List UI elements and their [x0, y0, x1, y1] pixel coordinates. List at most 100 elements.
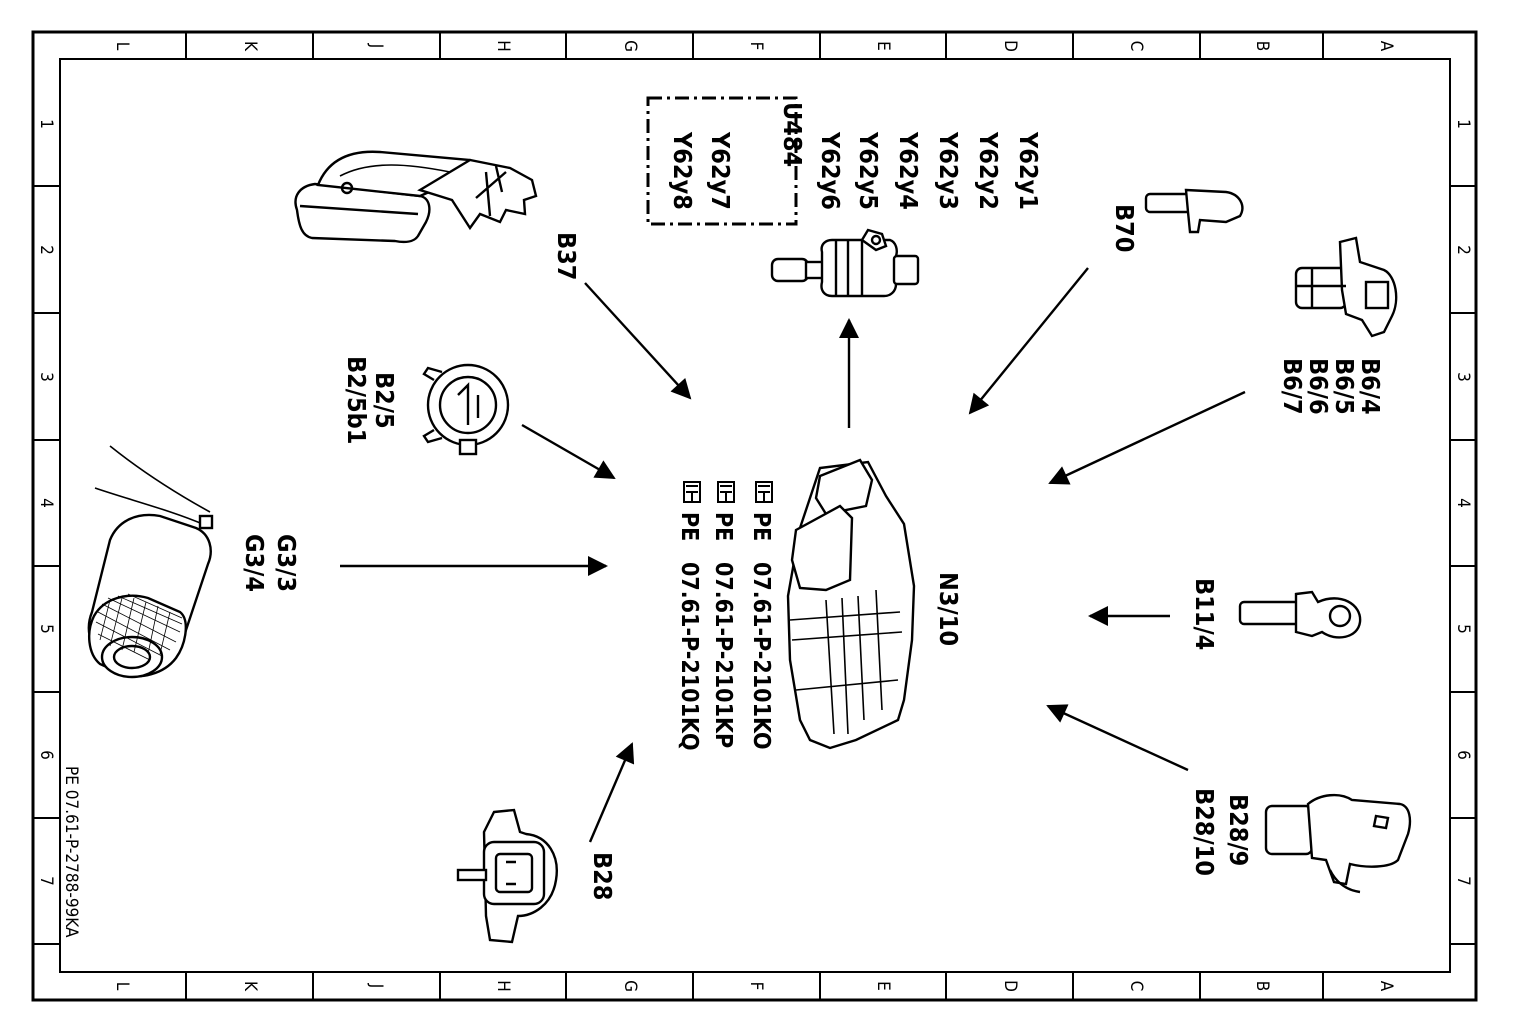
col-K-bottom: K — [240, 981, 260, 992]
label-b2-5b1: B2/5b1 — [342, 356, 371, 444]
component-labels: B37 Y62y1 Y62y2 Y62y3 Y62y4 Y62y5 Y62y6 … — [240, 102, 1385, 900]
col-J-top: J — [366, 43, 386, 49]
col-L-top: L — [112, 42, 132, 51]
label-b70: B70 — [1110, 204, 1139, 252]
col-C-top: C — [1126, 41, 1146, 52]
col-L-bottom: L — [112, 982, 132, 991]
accelerator-pedal-drawing — [294, 150, 538, 244]
b2-sensor-drawing — [422, 363, 510, 456]
col-H-top: H — [493, 40, 513, 52]
arrow-b28-9 — [1046, 704, 1189, 772]
reference-3-code: 07.61-P-2101KQ — [676, 562, 702, 751]
row-2-left: 2 — [36, 245, 56, 255]
row-4-left: 4 — [36, 498, 56, 508]
col-H-bottom: H — [493, 980, 513, 992]
label-y62y7: Y62y7 — [706, 131, 735, 210]
b28-9-sensor-drawing — [1264, 793, 1412, 894]
label-b6-6: B6/6 — [1304, 358, 1333, 415]
row-1-right: 1 — [1453, 119, 1473, 129]
reference-2-code: 07.61-P-2101KP — [710, 562, 736, 748]
label-g3-3: G3/3 — [272, 534, 301, 592]
label-b28: B28 — [588, 852, 617, 900]
reference-2[interactable]: PE 07.61-P-2101KP — [710, 481, 736, 748]
arrows — [340, 267, 1246, 843]
arrow-b37 — [584, 282, 692, 400]
injector-drawing — [770, 228, 920, 298]
b28-sensor-drawing — [456, 808, 558, 944]
label-y62y6: Y62y6 — [816, 131, 845, 210]
label-n3-10: N3/10 — [934, 572, 963, 646]
pointing-hand-icon — [717, 481, 735, 503]
arrow-b28 — [588, 742, 635, 843]
col-D-top: D — [1000, 40, 1020, 52]
label-b6-7: B6/7 — [1278, 358, 1307, 415]
label-y62y1: Y62y1 — [1014, 131, 1043, 210]
oxygen-sensor-drawing — [87, 445, 214, 679]
grid-numbers-left: 1 2 3 4 5 6 7 — [36, 119, 56, 886]
reference-3[interactable]: PE 07.61-P-2101KQ — [676, 481, 702, 751]
row-5-left: 5 — [36, 624, 56, 634]
reference-1-code: 07.61-P-2101KO — [748, 562, 774, 750]
col-C-bottom: C — [1126, 981, 1146, 992]
label-b6-4: B6/4 — [1356, 358, 1385, 415]
col-B-bottom: B — [1252, 981, 1272, 992]
label-g3-4: G3/4 — [240, 534, 269, 592]
label-b37: B37 — [552, 232, 581, 280]
arrow-b2 — [521, 423, 616, 480]
reference-2-prefix: PE — [710, 512, 736, 541]
b11-sensor-drawing — [1238, 590, 1362, 639]
reference-1[interactable]: PE 07.61-P-2101KO — [748, 481, 774, 750]
row-6-left: 6 — [36, 750, 56, 760]
row-2-right: 2 — [1453, 245, 1473, 255]
label-b28-9: B28/9 — [1224, 794, 1253, 866]
grid-numbers-right: 1 2 3 4 5 6 7 — [1453, 119, 1473, 886]
label-y62y5: Y62y5 — [854, 131, 883, 210]
row-7-right: 7 — [1453, 876, 1473, 886]
outer-frame — [31, 30, 1478, 1002]
col-A-bottom: A — [1376, 981, 1396, 992]
label-b6-5: B6/5 — [1330, 358, 1359, 415]
col-J-bottom: J — [366, 983, 386, 989]
col-E-top: E — [873, 41, 893, 51]
b6-sensor-drawing — [1294, 236, 1398, 338]
col-G-top: G — [620, 40, 640, 52]
reference-1-prefix: PE — [748, 512, 774, 541]
row-4-right: 4 — [1453, 498, 1473, 508]
label-y62y8: Y62y8 — [668, 131, 697, 210]
pointing-hand-icon — [755, 481, 773, 503]
row-5-right: 5 — [1453, 624, 1473, 634]
col-F-bottom: F — [746, 982, 766, 991]
injector-group-box — [646, 96, 798, 226]
label-y62y3: Y62y3 — [934, 131, 963, 210]
grid-column-ticks — [185, 32, 1324, 1000]
grid-row-ticks — [33, 185, 1476, 945]
reference-list: PE 07.61-P-2101KO PE 07.61-P-2101KP PE 0… — [676, 481, 774, 751]
label-b11-4: B11/4 — [1190, 578, 1219, 650]
label-y62y4: Y62y4 — [894, 131, 923, 210]
reference-3-prefix: PE — [676, 512, 702, 541]
row-3-right: 3 — [1453, 372, 1473, 382]
col-D-bottom: D — [1000, 980, 1020, 992]
label-y62y2: Y62y2 — [974, 131, 1003, 210]
row-6-right: 6 — [1453, 750, 1473, 760]
col-E-bottom: E — [873, 981, 893, 991]
arrow-b6 — [1048, 390, 1246, 485]
inner-frame — [59, 58, 1451, 973]
document-id: PE 07.61-P-2788-99KA — [61, 766, 81, 938]
label-b2-5: B2/5 — [370, 372, 399, 429]
col-F-top: F — [746, 42, 766, 51]
control-unit-drawing — [786, 458, 916, 750]
col-K-top: K — [240, 41, 260, 52]
row-1-left: 1 — [36, 119, 56, 129]
row-7-left: 7 — [36, 876, 56, 886]
arrow-b70 — [968, 267, 1089, 415]
label-u484: U484 — [778, 102, 807, 167]
label-b28-10: B28/10 — [1190, 788, 1219, 876]
col-G-bottom: G — [620, 980, 640, 992]
grid-letters-bottom: L K J H G F E D C B A — [112, 980, 1396, 992]
camshaft-sensor-drawing — [1144, 188, 1244, 234]
pointing-hand-icon — [683, 481, 701, 503]
grid-letters-top: L K J H G F E D C B A — [112, 40, 1396, 52]
col-A-top: A — [1376, 41, 1396, 52]
